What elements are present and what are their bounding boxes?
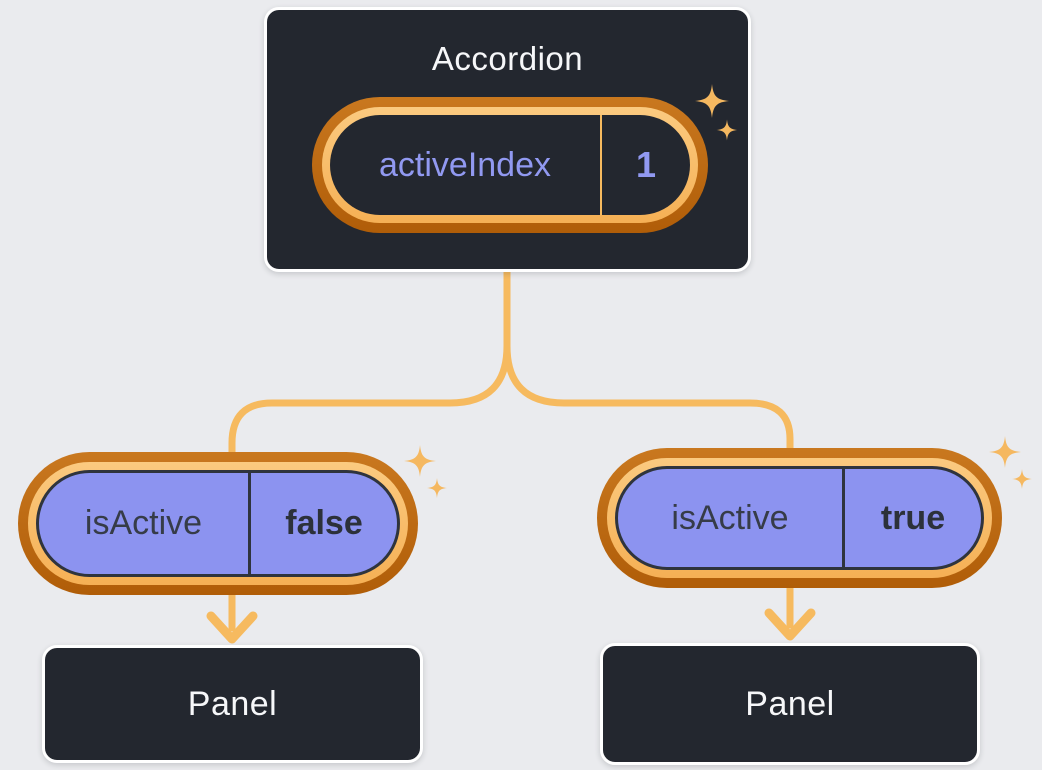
prop-pill-divider xyxy=(842,469,845,567)
prop-pill-glow: isActive true xyxy=(607,458,992,578)
state-pill-glow: activeIndex 1 xyxy=(322,107,698,223)
sparkle-icon xyxy=(989,436,1021,468)
panel-node-left: Panel xyxy=(42,645,423,763)
prop-pill-label: isActive xyxy=(84,504,203,542)
state-pill: activeIndex 1 xyxy=(312,97,708,233)
panel-node-title: Panel xyxy=(187,684,278,723)
sparkle-icon xyxy=(404,445,436,477)
arrow-down-icon xyxy=(764,608,816,641)
state-pill-divider xyxy=(600,115,602,215)
prop-pill-divider xyxy=(248,473,251,574)
state-pill-value: 1 xyxy=(635,144,657,185)
prop-pill-isactive-true: isActive true xyxy=(597,448,1002,588)
panel-node-title: Panel xyxy=(745,684,835,723)
sparkle-icon xyxy=(427,478,447,498)
prop-pill-label: isActive xyxy=(671,498,789,537)
panel-node-right: Panel xyxy=(600,643,980,765)
prop-pill-isactive-false: isActive false xyxy=(18,452,418,595)
prop-pill-value: true xyxy=(880,498,946,537)
prop-pill-value: false xyxy=(285,504,363,542)
prop-pill-glow: isActive false xyxy=(28,462,408,585)
sparkle-icon xyxy=(1012,469,1032,489)
arrow-down-icon xyxy=(206,611,258,644)
state-pill-label: activeIndex xyxy=(379,145,551,184)
accordion-node-title: Accordion xyxy=(431,40,584,77)
